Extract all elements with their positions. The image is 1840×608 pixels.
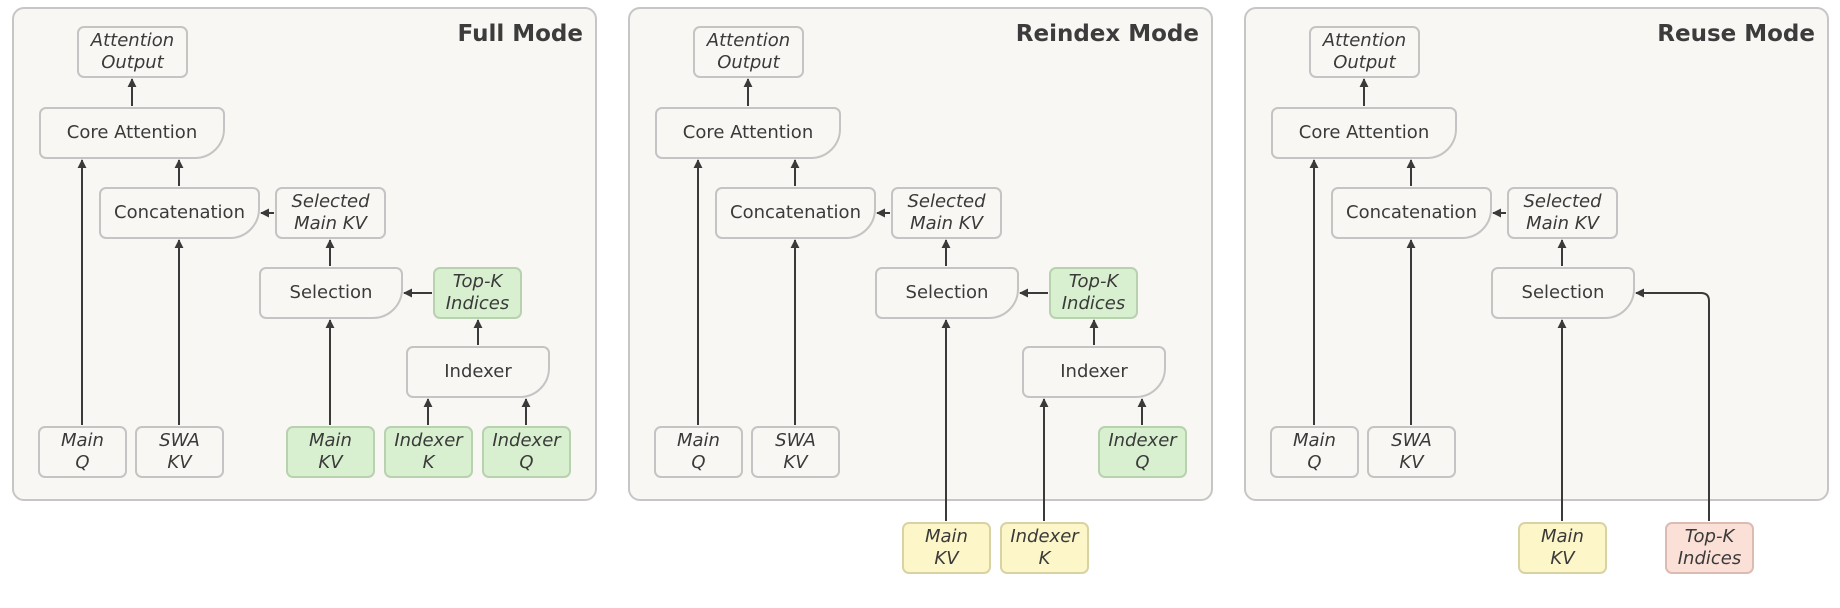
- main-q-node: Main Q: [1270, 426, 1359, 478]
- panel-title: Reindex Mode: [1015, 21, 1199, 47]
- top-k-indices-node: Top-K Indices: [433, 267, 522, 319]
- core-attention-node: Core Attention: [1271, 107, 1457, 159]
- core-attention-node: Core Attention: [39, 107, 225, 159]
- selection-node: Selection: [875, 267, 1019, 319]
- core-attention-node: Core Attention: [655, 107, 841, 159]
- concatenation-node: Concatenation: [99, 187, 260, 239]
- attention-output-node: Attention Output: [1309, 26, 1420, 78]
- swa-kv-node: SWA KV: [1367, 426, 1456, 478]
- panel-full-mode: Full Mode: [12, 7, 597, 501]
- indexer-node: Indexer: [406, 346, 550, 398]
- indexer-node: Indexer: [1022, 346, 1166, 398]
- selected-main-kv-node: Selected Main KV: [275, 187, 386, 239]
- external-indexer-k-node: Indexer K: [1000, 522, 1089, 574]
- swa-kv-node: SWA KV: [751, 426, 840, 478]
- concatenation-node: Concatenation: [715, 187, 876, 239]
- external-top-k-indices-node: Top-K Indices: [1665, 522, 1754, 574]
- attention-output-node: Attention Output: [693, 26, 804, 78]
- top-k-indices-node: Top-K Indices: [1049, 267, 1138, 319]
- attention-output-node: Attention Output: [77, 26, 188, 78]
- main-q-node: Main Q: [38, 426, 127, 478]
- swa-kv-node: SWA KV: [135, 426, 224, 478]
- selected-main-kv-node: Selected Main KV: [1507, 187, 1618, 239]
- external-main-kv-node: Main KV: [1518, 522, 1607, 574]
- indexer-q-node: Indexer Q: [482, 426, 571, 478]
- panel-reindex-mode: Reindex Mode: [628, 7, 1213, 501]
- selection-node: Selection: [1491, 267, 1635, 319]
- concatenation-node: Concatenation: [1331, 187, 1492, 239]
- external-main-kv-node: Main KV: [902, 522, 991, 574]
- main-kv-node: Main KV: [286, 426, 375, 478]
- selection-node: Selection: [259, 267, 403, 319]
- indexer-q-node: Indexer Q: [1098, 426, 1187, 478]
- panel-title: Full Mode: [457, 21, 583, 47]
- main-q-node: Main Q: [654, 426, 743, 478]
- panel-title: Reuse Mode: [1657, 21, 1815, 47]
- indexer-k-node: Indexer K: [384, 426, 473, 478]
- panel-reuse-mode: Reuse Mode: [1244, 7, 1829, 501]
- selected-main-kv-node: Selected Main KV: [891, 187, 1002, 239]
